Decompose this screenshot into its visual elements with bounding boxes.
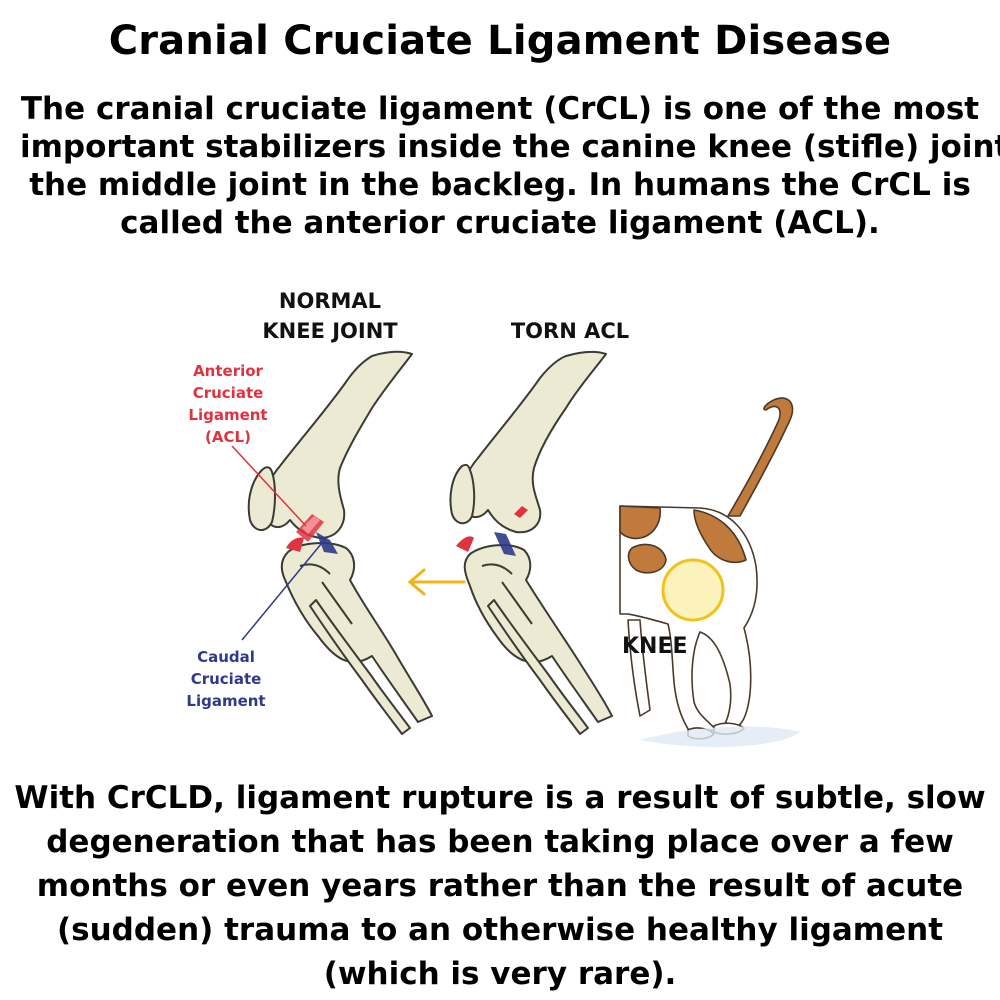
- torn-acl-stub-tibia: [456, 536, 474, 552]
- acl-label-line: Anterior: [193, 362, 263, 380]
- normal-knee-bones: [247, 350, 433, 735]
- knee-illustration: [231, 350, 800, 747]
- knee-label: KNEE: [622, 634, 688, 659]
- intro-line: called the anterior cruciate ligament (A…: [120, 205, 880, 241]
- pcl-callout-line: [241, 537, 327, 641]
- left-arrow-icon: [407, 568, 466, 596]
- ground-shadow: [640, 726, 800, 747]
- pcl-label-line: Cruciate: [190, 670, 262, 688]
- torn-fibula: [487, 599, 589, 735]
- normal-patella: [247, 466, 276, 531]
- acl-label: Anterior Cruciate Ligament (ACL): [178, 360, 278, 448]
- normal-fibula: [309, 599, 411, 735]
- outro-line: months or even years rather than the res…: [36, 868, 964, 904]
- normal-meniscus: [286, 537, 304, 552]
- outro-line: (which is very rare).: [323, 956, 677, 992]
- acl-label-line: (ACL): [205, 428, 251, 446]
- dog-spot: [693, 509, 747, 564]
- torn-acl-label: TORN ACL: [510, 319, 630, 343]
- conclusion-paragraph: With CrCLD, ligament rupture is a result…: [10, 776, 990, 996]
- normal-femur: [263, 350, 413, 539]
- intro-line: important stabilizers inside the canine …: [20, 129, 1000, 165]
- normal-label-line: KNEE JOINT: [262, 319, 398, 343]
- acl-label-line: Cruciate: [192, 384, 264, 402]
- intro-line: the middle joint in the backleg. In huma…: [29, 167, 971, 203]
- torn-patella: [449, 463, 476, 525]
- torn-ligaments: [456, 506, 528, 556]
- acl-label-line: Ligament: [188, 406, 268, 424]
- normal-pcl: [316, 532, 338, 554]
- normal-label-line: NORMAL: [278, 289, 382, 313]
- torn-acl-stub-femur: [514, 506, 528, 518]
- torn-tibia: [463, 544, 613, 723]
- outro-line: degeneration that has been taking place …: [46, 824, 954, 860]
- intro-paragraph: The cranial cruciate ligament (CrCL) is …: [20, 90, 1000, 242]
- torn-pcl: [494, 532, 516, 556]
- torn-knee-bones: [449, 350, 613, 735]
- normal-tibia: [280, 542, 433, 723]
- normal-acl-highlight: [302, 516, 320, 534]
- pcl-label-line: Ligament: [186, 692, 266, 710]
- knee-highlight: [661, 558, 725, 622]
- normal-ligaments: [286, 514, 338, 554]
- dog-tail: [727, 397, 794, 517]
- knee-diagram: NORMAL KNEE JOINT TORN ACL Anterior Cruc…: [0, 270, 1000, 780]
- outro-line: (sudden) trauma to an otherwise healthy …: [56, 912, 944, 948]
- acl-callout-line: [231, 445, 307, 527]
- outro-line: With CrCLD, ligament rupture is a result…: [14, 780, 986, 816]
- normal-knee-label: NORMAL KNEE JOINT: [250, 286, 410, 346]
- page-title: Cranial Cruciate Ligament Disease: [108, 18, 892, 64]
- intro-line: The cranial cruciate ligament (CrCL) is …: [20, 91, 980, 127]
- torn-femur: [461, 350, 607, 534]
- dog-spot: [619, 505, 662, 540]
- dog-spot: [627, 543, 667, 574]
- pcl-label: Caudal Cruciate Ligament: [176, 646, 276, 712]
- pcl-label-line: Caudal: [197, 648, 255, 666]
- dog-leg: [627, 619, 651, 717]
